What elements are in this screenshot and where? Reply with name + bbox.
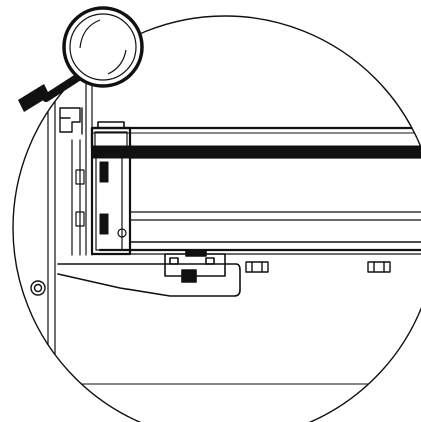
main-rail bbox=[90, 126, 421, 255]
frame-details bbox=[75, 169, 85, 227]
left-frame bbox=[47, 69, 93, 422]
top-bracket bbox=[59, 107, 83, 135]
lower-bracket bbox=[57, 249, 241, 297]
rail-end-profile bbox=[90, 121, 132, 256]
magnifying-glass-icon bbox=[18, 6, 144, 112]
detail-circle bbox=[12, 15, 421, 422]
left-fastener bbox=[30, 280, 46, 296]
rail-bolts bbox=[245, 261, 391, 273]
detail-area bbox=[13, 69, 421, 422]
